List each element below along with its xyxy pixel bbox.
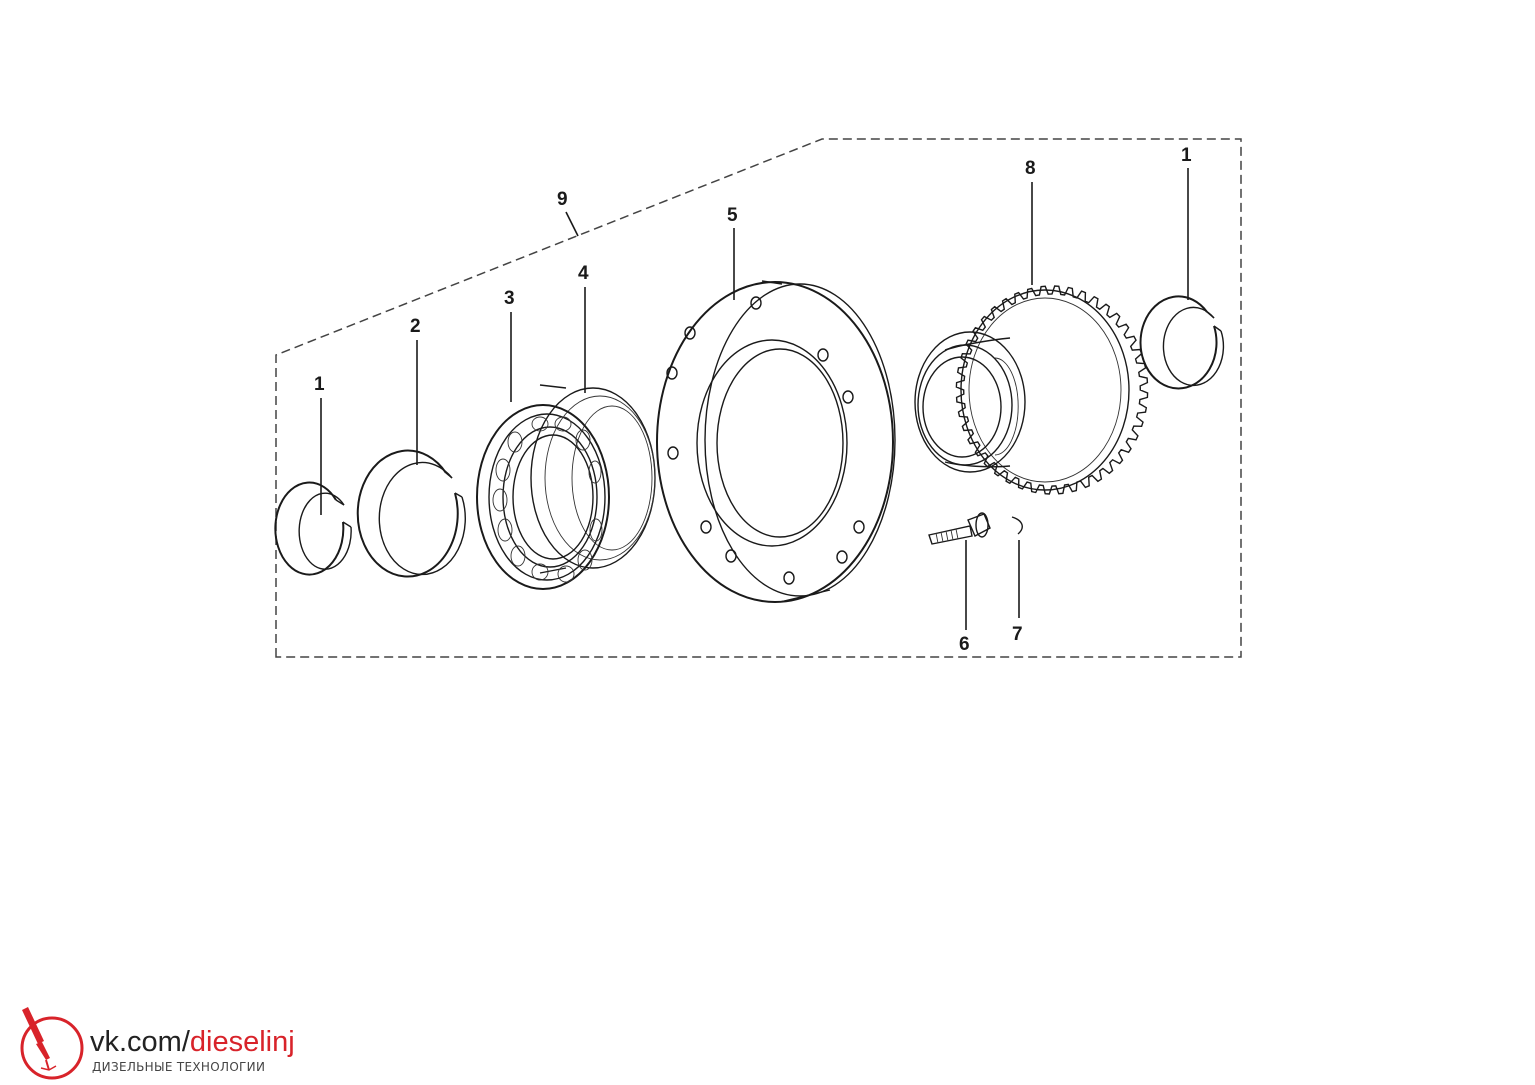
watermark-url: vk.com/dieselinj [90,1026,295,1058]
callout-8: 8 [1025,158,1036,179]
retaining-ring-left [274,481,352,576]
leader-lines [320,168,1189,630]
callout-1-right: 1 [1181,145,1192,166]
callout-2: 2 [410,316,421,337]
callout-6: 6 [959,634,970,655]
callout-1-left: 1 [314,374,325,395]
bolt [928,512,991,545]
gear [914,285,1149,495]
brand-watermark: vk.com/dieselinj ДИЗЕЛЬНЫЕ ТЕХНОЛОГИИ [8,1004,308,1082]
roller-bearing [476,404,610,590]
retaining-ring-right [1139,295,1225,390]
callout-9: 9 [557,189,568,210]
callout-4: 4 [578,263,589,284]
callout-7: 7 [1012,624,1023,645]
callout-3: 3 [504,288,515,309]
assembly-boundary [275,138,1242,658]
injector-logo-icon [20,1007,84,1080]
bearing-housing [530,384,656,574]
watermark-subtitle: ДИЗЕЛЬНЫЕ ТЕХНОЛОГИИ [92,1060,266,1074]
callout-5: 5 [727,205,738,226]
flange-plate [656,280,896,603]
circlip [356,449,466,578]
washer [1011,516,1023,535]
